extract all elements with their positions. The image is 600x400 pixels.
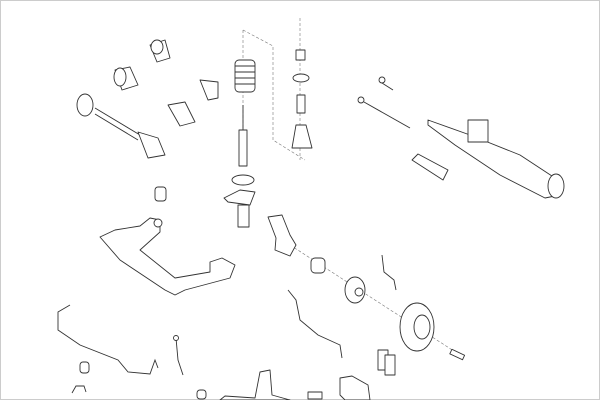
coil-spring-icon <box>234 59 256 93</box>
abs-sensor-icon <box>287 289 343 359</box>
strut-body-icon <box>223 174 256 228</box>
brake-hose-icon <box>381 254 397 291</box>
stabilizer-bar-icon <box>57 304 159 375</box>
drive-shaft-icon <box>76 93 166 159</box>
brake-pads-icon <box>377 349 396 376</box>
cv-boot-icon <box>167 101 196 127</box>
ball-joint-icon <box>307 391 323 400</box>
cv-boot-icon <box>113 66 139 91</box>
bushing-icon <box>310 257 326 274</box>
dust-boot-icon <box>291 124 313 149</box>
brake-disc-icon <box>399 302 435 352</box>
clamp-icon <box>71 385 87 394</box>
axle-guide-line <box>289 244 461 356</box>
assembly-guide-line <box>242 29 306 161</box>
bump-stop-icon <box>296 94 306 114</box>
shock-absorber-icon <box>238 105 248 167</box>
bushing-icon <box>196 389 207 400</box>
upper-control-arm-icon <box>99 217 236 296</box>
strut-mount-icon <box>292 49 310 83</box>
wheel-bolt-icon <box>449 348 466 361</box>
cv-boot-icon <box>199 79 219 101</box>
steering-knuckle-icon <box>267 214 297 257</box>
steering-rack-icon <box>427 119 565 199</box>
bushing-icon <box>154 186 167 202</box>
stabilizer-link-icon <box>173 335 184 376</box>
tie-rod-icon <box>357 96 411 129</box>
steering-boot-icon <box>411 153 449 181</box>
bushing-icon <box>79 361 90 374</box>
cv-boot-icon <box>149 39 171 63</box>
wheel-hub-icon <box>344 276 366 304</box>
tie-rod-end-icon <box>378 76 394 91</box>
brake-caliper-icon <box>339 375 371 400</box>
lower-control-arm-icon <box>219 369 291 400</box>
